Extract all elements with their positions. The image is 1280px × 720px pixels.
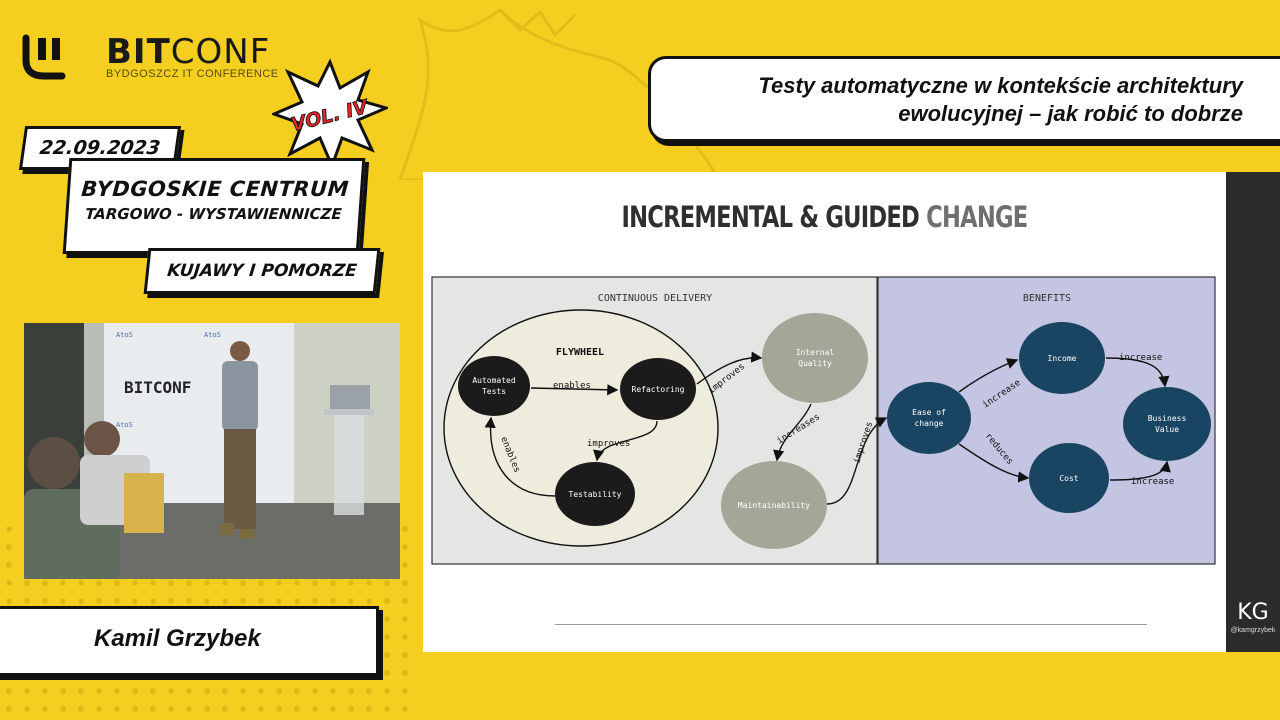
slide-title: INCREMENTAL & GUIDED CHANGE bbox=[621, 200, 1029, 234]
backdrop-logo: BITCONF bbox=[124, 378, 191, 397]
svg-text:Internal: Internal bbox=[796, 348, 835, 357]
flywheel-label: FLYWHEEL bbox=[556, 347, 604, 358]
edge-refactoring-to-testability bbox=[593, 420, 658, 462]
edge-testability-to-tests bbox=[484, 416, 556, 497]
svg-text:Automated: Automated bbox=[472, 376, 516, 385]
event-region-badge: KUJAWY I POMORZE bbox=[143, 248, 381, 294]
svg-text:AtoS: AtoS bbox=[116, 331, 133, 339]
speaker-name: Kamil Grzybek bbox=[94, 625, 261, 652]
svg-text:Value: Value bbox=[1155, 425, 1179, 434]
author-initials: KG bbox=[1237, 600, 1269, 625]
talk-title-banner: Testy automatyczne w kontekście architek… bbox=[648, 56, 1280, 142]
node-maintainability bbox=[721, 461, 827, 549]
node-refactoring bbox=[620, 358, 696, 420]
node-cost bbox=[1029, 443, 1109, 513]
svg-text:Income: Income bbox=[1048, 354, 1077, 363]
author-handle: @kamgrzybek bbox=[1230, 627, 1276, 634]
svg-text:Refactoring: Refactoring bbox=[632, 385, 685, 394]
node-internal-quality bbox=[762, 313, 868, 403]
node-automated-tests bbox=[458, 356, 530, 416]
svg-text:Maintainability: Maintainability bbox=[738, 501, 810, 510]
svg-text:Tests: Tests bbox=[482, 387, 506, 396]
node-testability bbox=[555, 462, 635, 526]
svg-text:Cost: Cost bbox=[1059, 474, 1078, 483]
edge-label-increase-cost: increase bbox=[1131, 477, 1174, 487]
node-income bbox=[1019, 322, 1105, 394]
svg-text:AtoS: AtoS bbox=[204, 331, 221, 339]
svg-text:AtoS: AtoS bbox=[116, 421, 133, 429]
edge-cost-to-value bbox=[1109, 460, 1171, 481]
svg-text:change: change bbox=[915, 419, 944, 428]
bitconf-mark-icon bbox=[22, 34, 66, 80]
edge-label-improves: improves bbox=[587, 439, 630, 449]
slide-footer-rule bbox=[555, 624, 1147, 625]
venue-line-1: BYDGOSKIE CENTRUM bbox=[80, 177, 350, 201]
bitconf-logo: BITCONF BYDGOSZCZ IT CONFERENCE bbox=[22, 32, 282, 84]
author-mark: KG @kamgrzybek bbox=[1226, 600, 1280, 634]
panel-heading-benefits: BENEFITS bbox=[1023, 293, 1071, 304]
talk-title-line-1: Testy automatyczne w kontekście architek… bbox=[758, 73, 1243, 98]
talk-title-line-2: ewolucyjnej – jak robić to dobrze bbox=[898, 101, 1243, 126]
edge-refactoring-to-quality bbox=[696, 351, 763, 385]
presentation-slide: INCREMENTAL & GUIDED CHANGE CONTINUOUS D… bbox=[423, 172, 1226, 652]
edition-burst-badge: VOL. IV bbox=[272, 58, 388, 168]
speaker-name-badge: Kamil Grzybek bbox=[0, 606, 379, 676]
edge-label-increase-value: increase bbox=[1119, 353, 1162, 363]
panel-heading-continuous-delivery: CONTINUOUS DELIVERY bbox=[598, 293, 712, 304]
edge-quality-to-maintainability bbox=[773, 403, 812, 462]
speaker-camera-feed: AtoS AtoS AtoS AtoS BITCONF bbox=[24, 323, 400, 579]
camera-scene: AtoS AtoS AtoS AtoS BITCONF bbox=[24, 323, 400, 579]
edge-maintainability-to-ease bbox=[826, 417, 888, 505]
brand-title: BITCONF bbox=[106, 32, 271, 72]
venue-line-2: TARGOWO - WYSTAWIENNICZE bbox=[84, 205, 343, 223]
svg-text:Testability: Testability bbox=[569, 490, 622, 499]
brand-subtitle: BYDGOSZCZ IT CONFERENCE bbox=[106, 68, 279, 80]
svg-text:Business: Business bbox=[1148, 414, 1187, 423]
svg-text:Ease of: Ease of bbox=[912, 408, 946, 417]
edge-ease-to-income bbox=[958, 358, 1019, 393]
edge-tests-to-refactoring bbox=[530, 384, 619, 396]
svg-text:Quality: Quality bbox=[798, 359, 832, 368]
edge-label-enables: enables bbox=[553, 381, 591, 391]
node-business-value bbox=[1123, 387, 1211, 461]
edge-income-to-value bbox=[1105, 357, 1170, 388]
node-ease-of-change bbox=[887, 382, 971, 454]
event-venue-badge: BYDGOSKIE CENTRUM TARGOWO - WYSTAWIENNIC… bbox=[62, 158, 366, 254]
edge-ease-to-cost bbox=[958, 443, 1030, 483]
slide-sidebar bbox=[1226, 172, 1280, 652]
architecture-diagram: CONTINUOUS DELIVERY BENEFITS FLYWHEEL Au… bbox=[431, 276, 1216, 565]
